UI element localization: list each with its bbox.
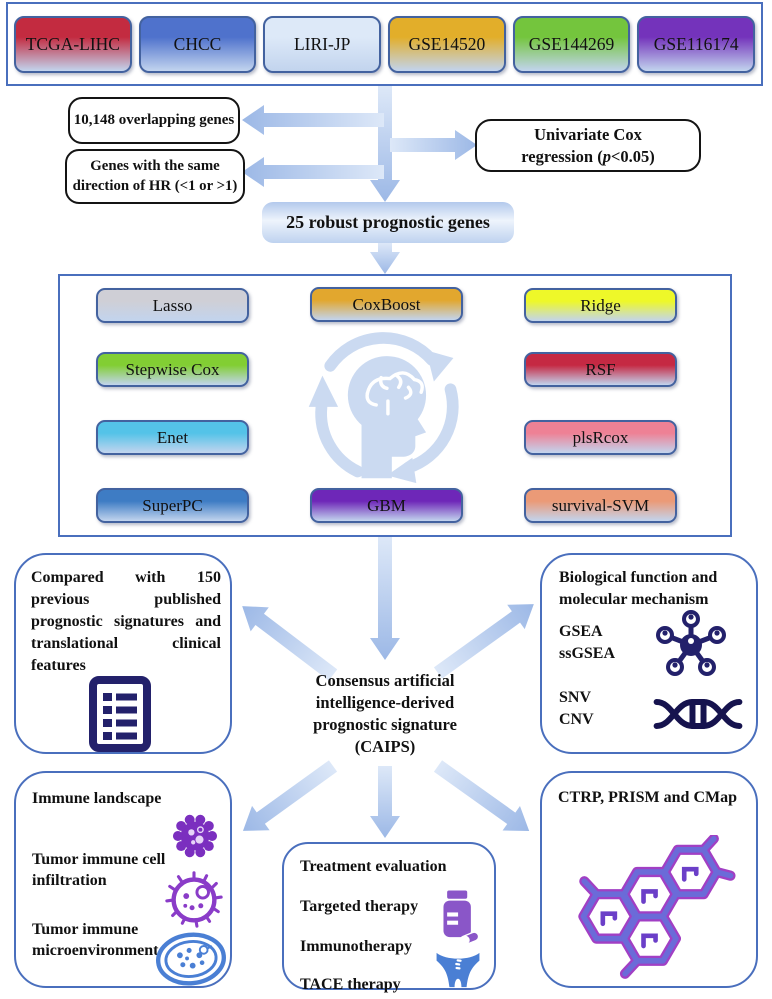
arrow-caips-to-treatment bbox=[370, 766, 400, 838]
drugs-title: CTRP, PRISM and CMap bbox=[558, 789, 737, 806]
arrow-to-overlap bbox=[242, 105, 384, 135]
arrow-caips-to-biology bbox=[433, 604, 534, 679]
arrow-to-cox bbox=[390, 130, 477, 160]
abdomen-tace-icon bbox=[436, 952, 480, 988]
method-enet: Enet bbox=[96, 420, 249, 455]
pathway-network-icon bbox=[656, 610, 726, 676]
dataset-gse14520: GSE14520 bbox=[388, 15, 506, 73]
biology-cnv: CNV bbox=[559, 711, 594, 728]
hr-direction-box: Genes with the same direction of HR (<1 … bbox=[65, 149, 245, 204]
method-rsf: RSF bbox=[524, 352, 677, 387]
petri-dish-icon bbox=[156, 932, 226, 986]
arrow-robust-to-ml bbox=[370, 243, 400, 274]
biology-title: Biological function and molecular mechan… bbox=[559, 569, 718, 608]
caips-line2: intelligence-derived bbox=[315, 693, 455, 712]
method-coxboost: CoxBoost bbox=[310, 287, 463, 322]
caips-line1: Consensus artificial bbox=[315, 671, 455, 690]
panel-treatment: Treatment evaluation Targeted therapy Im… bbox=[282, 842, 496, 993]
arrow-caips-to-drugs bbox=[433, 760, 530, 832]
method-superpc: SuperPC bbox=[96, 488, 249, 523]
dataset-liri-jp: LIRI-JP bbox=[263, 15, 382, 73]
chemical-structure-icon bbox=[578, 835, 736, 979]
method-ridge: Ridge bbox=[524, 288, 677, 323]
caips-line4: (CAIPS) bbox=[354, 737, 416, 756]
dna-helix-icon bbox=[653, 699, 743, 729]
univariate-cox-box: Univariate Cox regression (p<0.05) bbox=[475, 119, 701, 172]
pill-bottle-icon bbox=[443, 890, 480, 946]
brain-cycle-icon bbox=[308, 332, 459, 484]
panel-biology: Biological function and molecular mechan… bbox=[540, 553, 758, 754]
biology-ssgsea: ssGSEA bbox=[559, 645, 616, 662]
checklist-document-icon bbox=[89, 676, 151, 752]
immune-cell-icon bbox=[165, 871, 223, 928]
biology-gsea: GSEA bbox=[559, 623, 603, 640]
panel-drugs: CTRP, PRISM and CMap bbox=[540, 771, 758, 988]
arrow-datasets-to-robust bbox=[370, 86, 400, 202]
arrow-ml-to-caips bbox=[370, 537, 400, 660]
biology-snv: SNV bbox=[559, 689, 592, 706]
arrow-to-hr bbox=[242, 157, 384, 187]
treatment-item-immunotherapy: Immunotherapy bbox=[300, 938, 413, 955]
treatment-title: Treatment evaluation bbox=[300, 858, 447, 875]
arrow-caips-to-compare bbox=[242, 606, 338, 681]
dataset-tcga-lihc: TCGA-LIHC bbox=[14, 15, 132, 73]
immune-title: Immune landscape bbox=[32, 790, 162, 807]
cox-line2: regression (p<0.05) bbox=[521, 146, 655, 166]
dataset-gse144269: GSE144269 bbox=[512, 15, 631, 73]
method-lasso: Lasso bbox=[96, 288, 249, 323]
method-plsrcox: plsRcox bbox=[524, 420, 677, 455]
dataset-gse116174: GSE116174 bbox=[637, 15, 756, 73]
compare-text: Compared with 150 previous published pro… bbox=[31, 569, 221, 674]
arrow-caips-to-immune bbox=[242, 760, 338, 831]
robust-genes-band: 25 robust prognostic genes bbox=[262, 202, 514, 243]
method-stepwise-cox: Stepwise Cox bbox=[96, 352, 249, 387]
method-survival-svm: survival-SVM bbox=[524, 488, 677, 523]
dataset-chcc: CHCC bbox=[138, 15, 257, 73]
method-gbm: GBM bbox=[310, 488, 463, 523]
immune-item-microenvironment: Tumor immune microenvironment bbox=[32, 921, 159, 959]
panel-compare: Compared with 150 previous published pro… bbox=[14, 553, 232, 754]
immune-item-infiltration: Tumor immune cell infiltration bbox=[32, 851, 166, 889]
datasets-container: TCGA-LIHC CHCC LIRI-JP GSE14520 GSE14426… bbox=[6, 2, 763, 86]
caips-label: Consensus artificial intelligence-derive… bbox=[283, 670, 487, 758]
panel-immune: Immune landscape Tumor immune cell infil… bbox=[14, 771, 232, 988]
virus-icon bbox=[172, 814, 218, 858]
treatment-item-tace: TACE therapy bbox=[300, 976, 401, 993]
caips-line3: prognostic signature bbox=[313, 715, 457, 734]
cox-line1: Univariate Cox bbox=[534, 124, 642, 144]
treatment-item-targeted: Targeted therapy bbox=[300, 898, 419, 915]
overlap-genes-box: 10,148 overlapping genes bbox=[68, 97, 240, 144]
